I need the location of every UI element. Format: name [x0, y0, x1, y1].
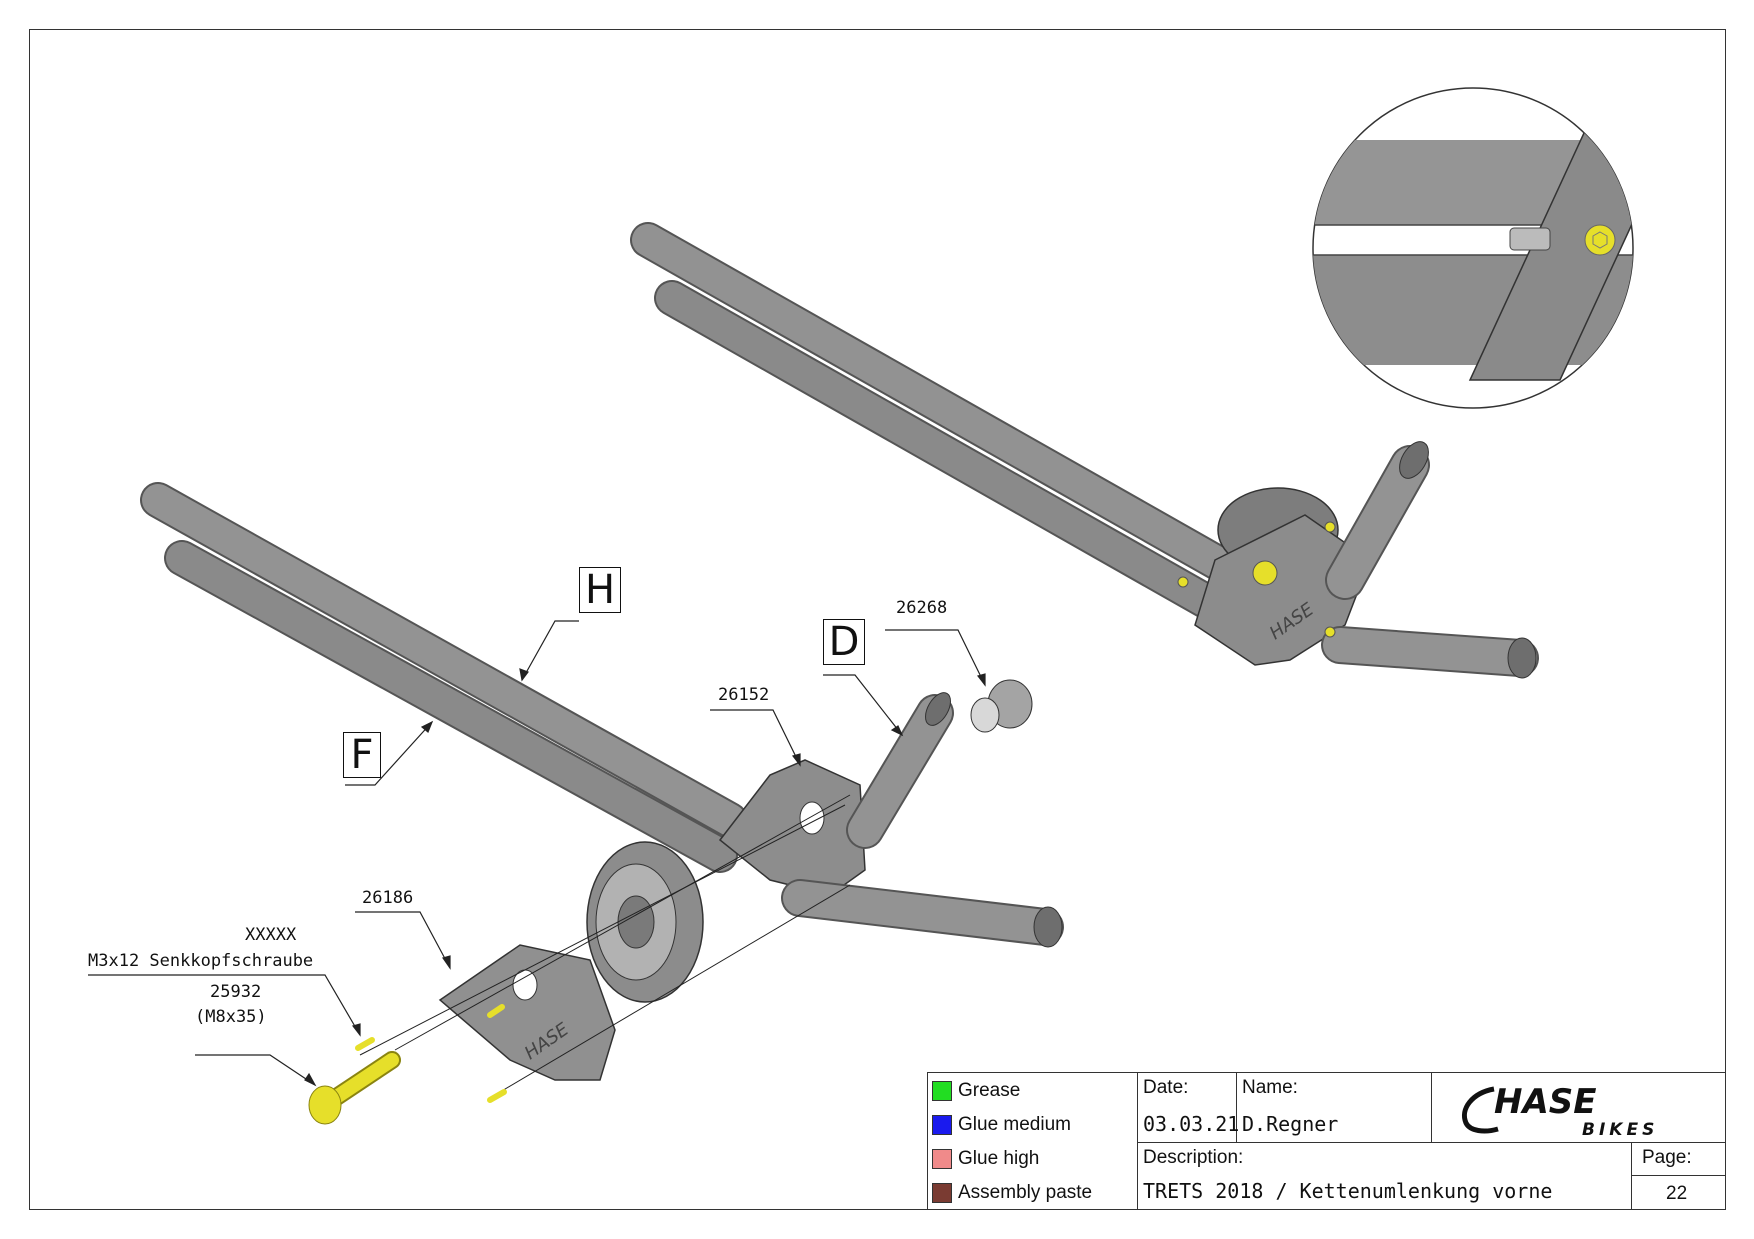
legend-label: Grease: [958, 1080, 1021, 1101]
assembly-axis-line: [494, 884, 851, 1096]
swatch-assembly-paste: [932, 1183, 952, 1203]
title-block: Grease Glue medium Glue high Assembly pa…: [927, 1072, 1726, 1210]
view-letter-h: H: [579, 567, 621, 613]
view-letter-d: D: [823, 619, 865, 665]
swatch-grease: [932, 1081, 952, 1101]
page-divider: [1632, 1175, 1725, 1176]
page-value: 22: [1666, 1183, 1688, 1204]
drawing-sheet-border: [29, 29, 1726, 1210]
legend-panel: Grease Glue medium Glue high Assembly pa…: [928, 1073, 1138, 1209]
legend-item-assembly-paste: Assembly paste: [932, 1178, 1092, 1208]
view-letter-f: F: [343, 732, 381, 778]
callout-m3-screw: M3x12 Senkkopfschraube: [88, 951, 314, 971]
name-label: Name:: [1242, 1077, 1298, 1098]
page-label: Page:: [1642, 1147, 1692, 1168]
detail-view-circle: [1312, 87, 1634, 409]
date-value: 03.03.21: [1143, 1112, 1240, 1136]
logo-sub: BIKES: [1582, 1120, 1658, 1140]
legend-label: Assembly paste: [958, 1182, 1093, 1203]
swatch-glue-high: [932, 1149, 952, 1169]
legend-label: Glue medium: [958, 1114, 1071, 1135]
hase-bikes-logo: HASE BIKES: [1462, 1082, 1658, 1140]
name-cell: Name: D.Regner: [1237, 1073, 1432, 1143]
legend-label: Glue high: [958, 1148, 1040, 1169]
name-value: D.Regner: [1242, 1112, 1339, 1136]
page-cell: Page: 22: [1632, 1143, 1725, 1209]
legend-item-grease: Grease: [932, 1076, 1020, 1106]
callout-xxxxx: XXXXX: [245, 925, 297, 945]
description-value: TRETS 2018 / Kettenumlenkung vorne: [1143, 1179, 1553, 1203]
callout-m8-screw: (M8x35): [195, 1007, 267, 1027]
description-cell: Description: TRETS 2018 / Kettenumlenkun…: [1138, 1143, 1632, 1209]
callout-26186: 26186: [362, 888, 414, 908]
assembly-axis-line: [394, 794, 851, 1051]
m3-screw: [355, 1004, 507, 1103]
m8-bolt: [308, 1051, 401, 1125]
legend-item-glue-medium: Glue medium: [932, 1110, 1071, 1140]
callout-26152: 26152: [718, 685, 770, 705]
legend-item-glue-high: Glue high: [932, 1144, 1039, 1174]
date-cell: Date: 03.03.21: [1138, 1073, 1240, 1143]
assembled-view: HASE: [630, 222, 1539, 679]
exploded-view: HASE: [140, 482, 1064, 1125]
logo-brand: HASE: [1494, 1082, 1596, 1122]
assembly-axis-line: [359, 804, 846, 1056]
callout-26268: 26268: [896, 598, 948, 618]
logo-cell: HASE BIKES: [1432, 1073, 1725, 1143]
description-label: Description:: [1143, 1147, 1244, 1168]
leader-lines: [88, 620, 986, 1087]
callout-25932: 25932: [210, 982, 262, 1002]
swatch-glue-medium: [932, 1115, 952, 1135]
date-label: Date:: [1143, 1077, 1189, 1098]
